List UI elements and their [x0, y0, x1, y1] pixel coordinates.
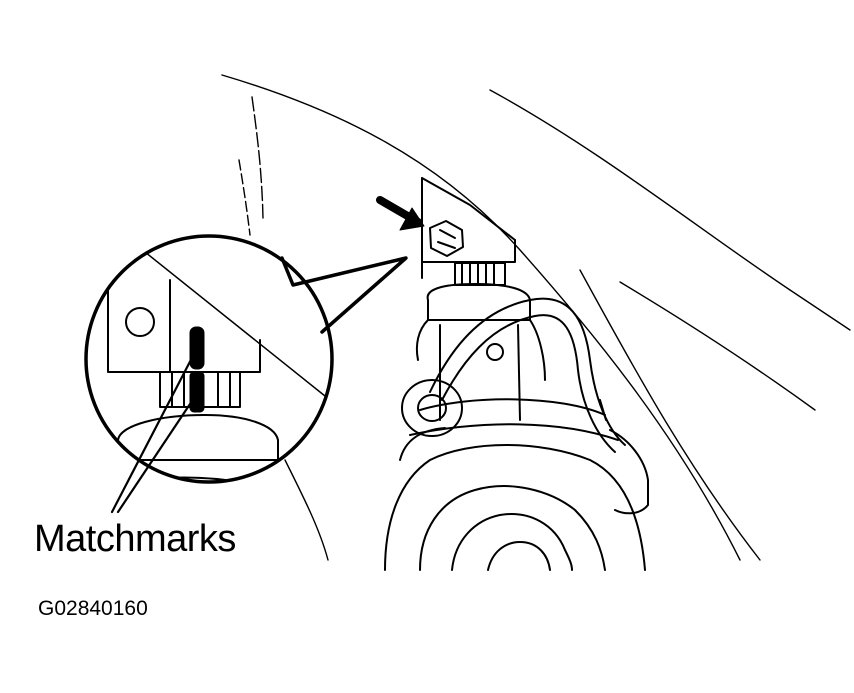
- bolt-arrow-head: [399, 207, 425, 231]
- matchmark-leader-lines: [112, 350, 198, 512]
- vehicle-body-lines: [222, 75, 850, 560]
- matchmark-upper: [190, 327, 204, 369]
- steering-gear-housing: [385, 284, 648, 570]
- callout-circle: [86, 236, 332, 482]
- mounting-bolt: [429, 220, 464, 257]
- magnified-detail-callout: [86, 236, 406, 495]
- spline-collar: [455, 263, 505, 285]
- figure-code: G02840160: [38, 597, 148, 620]
- callout-pointer: [282, 258, 406, 332]
- matchmarks-label: Matchmarks: [34, 518, 236, 560]
- fluid-pipe: [402, 299, 625, 452]
